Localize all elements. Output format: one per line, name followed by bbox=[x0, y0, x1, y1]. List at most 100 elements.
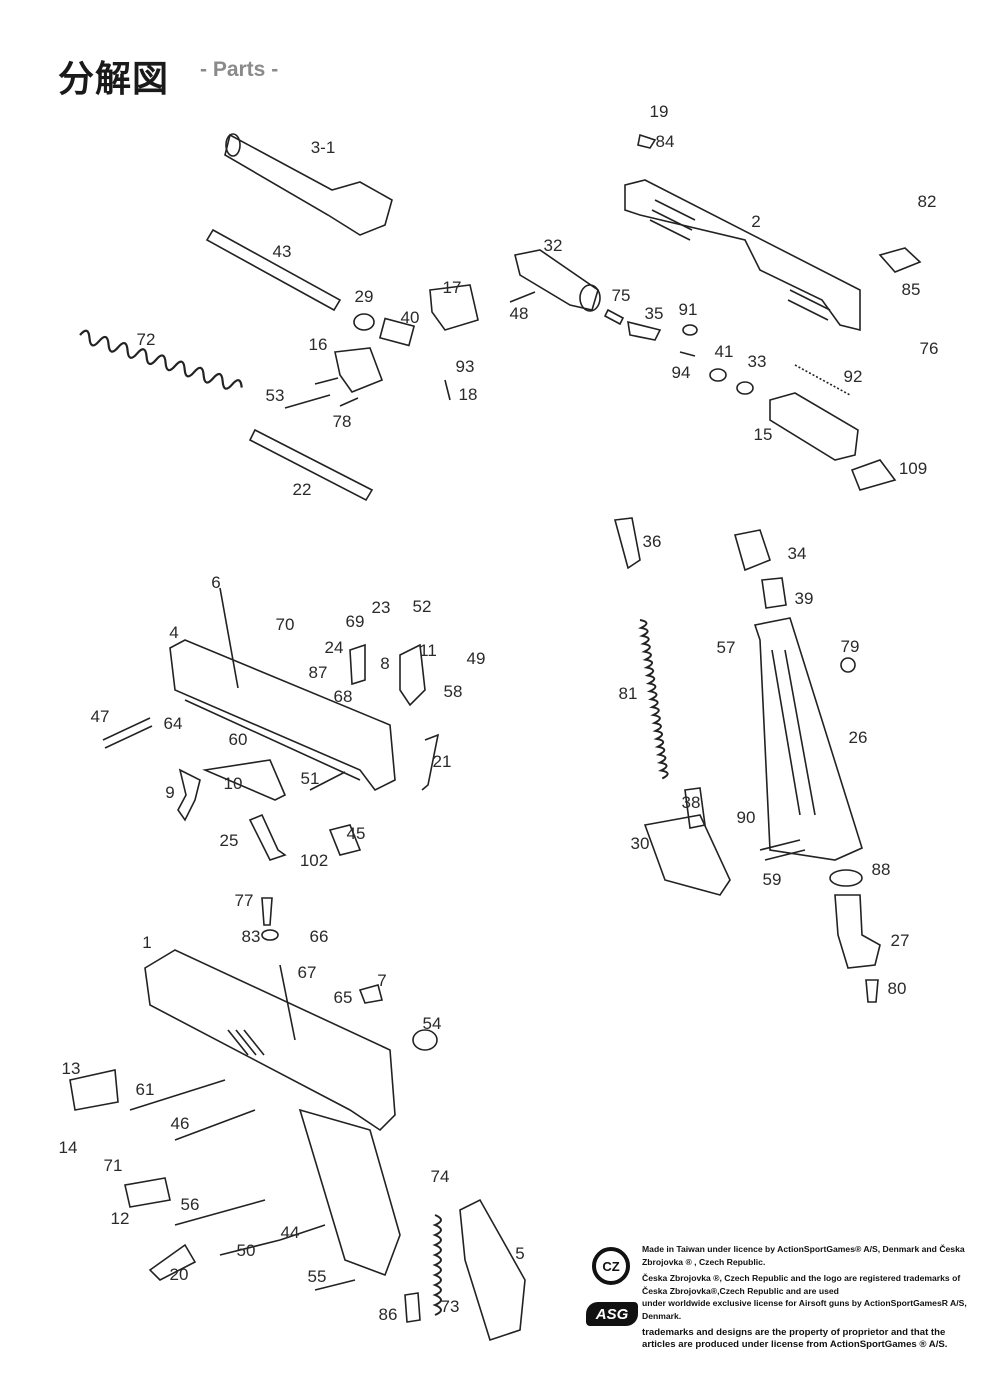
part-label: 55 bbox=[307, 1267, 327, 1286]
part-label: 61 bbox=[135, 1080, 155, 1099]
page-title: 分解図 bbox=[58, 58, 170, 99]
part-label: 82 bbox=[917, 192, 937, 211]
part-label: 87 bbox=[308, 663, 328, 682]
part-label: 49 bbox=[466, 649, 486, 668]
part-label: 2 bbox=[751, 212, 761, 231]
part-label: 53 bbox=[265, 386, 285, 405]
part-label: 84 bbox=[655, 132, 675, 151]
part-label: 92 bbox=[843, 367, 863, 386]
part-label: 3-1 bbox=[310, 138, 336, 157]
part-label: 70 bbox=[275, 615, 295, 634]
part-label: 9 bbox=[165, 783, 175, 802]
part-label: 1 bbox=[142, 933, 152, 952]
part-label: 90 bbox=[736, 808, 756, 827]
part-label: 56 bbox=[180, 1195, 200, 1214]
part-recoil-spring bbox=[79, 329, 243, 390]
part-label: 33 bbox=[747, 352, 767, 371]
part-label: 76 bbox=[919, 339, 939, 358]
part-label: 73 bbox=[440, 1297, 460, 1316]
part-label: 6 bbox=[211, 573, 221, 592]
part-label: 39 bbox=[794, 589, 814, 608]
part-slide bbox=[624, 133, 922, 332]
part-label: 54 bbox=[422, 1014, 442, 1033]
part-label: 29 bbox=[354, 287, 374, 306]
part-label: 27 bbox=[890, 931, 910, 950]
part-label: 34 bbox=[787, 544, 807, 563]
part-label: 48 bbox=[509, 304, 529, 323]
part-label: 57 bbox=[716, 638, 736, 657]
part-label: 59 bbox=[762, 870, 782, 889]
part-label: 81 bbox=[618, 684, 638, 703]
part-label: 67 bbox=[297, 963, 317, 982]
part-label: 93 bbox=[455, 357, 475, 376]
part-label: 65 bbox=[333, 988, 353, 1007]
part-label: 41 bbox=[714, 342, 734, 361]
part-label: 50 bbox=[236, 1241, 256, 1260]
part-label: 16 bbox=[308, 335, 328, 354]
legal-line: Česka Zbrojovka ®, Czech Republic and th… bbox=[642, 1273, 961, 1296]
part-label: 32 bbox=[543, 236, 563, 255]
cz-logo-text: CZ bbox=[602, 1258, 620, 1274]
part-label: 47 bbox=[90, 707, 110, 726]
part-label: 15 bbox=[753, 425, 773, 444]
part-label: 43 bbox=[272, 242, 292, 261]
part-label: 64 bbox=[163, 714, 183, 733]
part-label: 60 bbox=[228, 730, 248, 749]
part-label: 75 bbox=[611, 286, 631, 305]
legal-line: Made in Taiwan under licence by ActionSp… bbox=[642, 1244, 965, 1267]
part-label: 88 bbox=[871, 860, 891, 879]
part-label: 44 bbox=[280, 1223, 300, 1242]
part-label: 24 bbox=[324, 638, 344, 657]
part-label: 85 bbox=[901, 280, 921, 299]
page-subtitle: - Parts - bbox=[200, 58, 279, 81]
part-label: 72 bbox=[136, 330, 156, 349]
asg-logo-text: ASG bbox=[595, 1305, 629, 1323]
cz-logo: CZ bbox=[592, 1247, 630, 1285]
part-label: 79 bbox=[840, 637, 860, 656]
part-label: 30 bbox=[630, 834, 650, 853]
part-label: 80 bbox=[887, 979, 907, 998]
part-label: 46 bbox=[170, 1114, 190, 1133]
part-guide-rod bbox=[248, 428, 374, 502]
part-label: 18 bbox=[458, 385, 478, 404]
part-label: 94 bbox=[671, 363, 691, 382]
part-label: 22 bbox=[292, 480, 312, 499]
part-label: 36 bbox=[642, 532, 662, 551]
part-label: 12 bbox=[110, 1209, 130, 1228]
part-label: 66 bbox=[309, 927, 329, 946]
part-label: 109 bbox=[898, 459, 928, 478]
part-housing bbox=[769, 392, 897, 491]
part-lower-frame bbox=[69, 897, 526, 1342]
part-label: 71 bbox=[103, 1156, 123, 1175]
part-label: 7 bbox=[377, 971, 387, 990]
part-inner-barrel bbox=[205, 228, 342, 312]
part-label: 40 bbox=[400, 308, 420, 327]
part-label: 8 bbox=[380, 654, 390, 673]
part-magazine bbox=[613, 517, 881, 1003]
legal-notice: Made in Taiwan under licence by ActionSp… bbox=[642, 1243, 972, 1356]
part-label: 26 bbox=[848, 728, 868, 747]
legal-line: under worldwide exclusive license for Ai… bbox=[642, 1298, 967, 1321]
part-label: 58 bbox=[443, 682, 463, 701]
part-label: 86 bbox=[378, 1305, 398, 1324]
part-label: 23 bbox=[371, 598, 391, 617]
part-label: 19 bbox=[649, 102, 669, 121]
part-label: 69 bbox=[345, 612, 365, 631]
part-label: 38 bbox=[681, 793, 701, 812]
part-label: 25 bbox=[219, 831, 239, 850]
part-label: 102 bbox=[299, 851, 329, 870]
part-label: 52 bbox=[412, 597, 432, 616]
part-label: 20 bbox=[169, 1265, 189, 1284]
part-label: 45 bbox=[346, 824, 366, 843]
part-label: 13 bbox=[61, 1059, 81, 1078]
part-frame-rail bbox=[102, 587, 440, 861]
part-label: 5 bbox=[515, 1244, 525, 1263]
part-label: 77 bbox=[234, 891, 254, 910]
part-label: 11 bbox=[419, 641, 437, 660]
part-hopup-group bbox=[284, 284, 479, 409]
asg-logo: ASG bbox=[586, 1302, 638, 1326]
part-label: 14 bbox=[58, 1138, 78, 1157]
part-nozzle bbox=[509, 249, 851, 396]
part-label: 78 bbox=[332, 412, 352, 431]
